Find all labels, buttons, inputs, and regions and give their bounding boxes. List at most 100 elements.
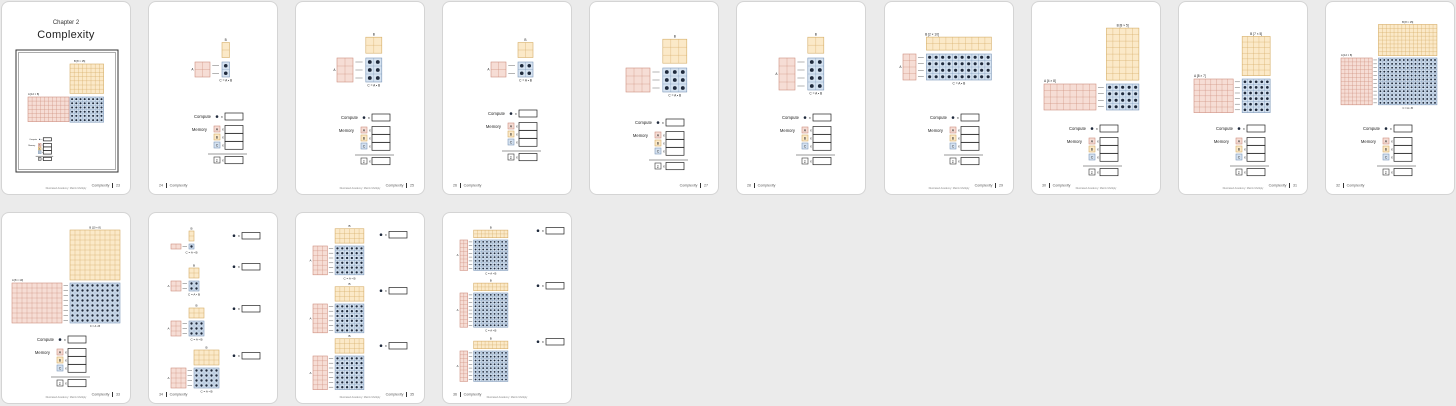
memory-tag-letter: B bbox=[59, 359, 62, 363]
matrix-c-label: C = A • B bbox=[485, 329, 496, 333]
memory-tag-letter: A bbox=[657, 134, 660, 138]
product-dot bbox=[493, 370, 496, 373]
product-dot bbox=[489, 297, 492, 300]
product-dot bbox=[355, 357, 358, 360]
product-dot bbox=[928, 62, 932, 66]
product-dot bbox=[1434, 101, 1436, 104]
compute-label: Compute bbox=[1363, 126, 1381, 131]
memory-tag-letter: C bbox=[363, 145, 366, 149]
compute-dot bbox=[232, 234, 236, 237]
product-dot bbox=[486, 309, 488, 312]
product-dot bbox=[928, 75, 932, 79]
product-dot bbox=[101, 299, 104, 302]
product-dot bbox=[493, 374, 496, 377]
product-dot bbox=[87, 106, 90, 109]
product-dot bbox=[1418, 62, 1421, 65]
times-sign: x bbox=[1097, 171, 1099, 175]
product-dot bbox=[1391, 66, 1394, 69]
product-dot bbox=[497, 301, 500, 304]
product-dot bbox=[1426, 82, 1429, 85]
product-dot bbox=[489, 355, 492, 358]
matrix-b-label: B bbox=[373, 33, 375, 37]
product-dot bbox=[200, 374, 203, 377]
product-dot bbox=[106, 289, 109, 292]
product-dot bbox=[474, 301, 477, 304]
product-dot bbox=[1410, 82, 1413, 85]
product-dot bbox=[360, 247, 363, 250]
product-dot bbox=[501, 297, 504, 300]
product-dot bbox=[505, 263, 507, 266]
product-dot bbox=[482, 324, 485, 327]
page-23[interactable]: Chapter 2 Complexity B [8 × 15]A [12 × 8… bbox=[1, 1, 131, 195]
product-dot bbox=[505, 324, 507, 327]
matrix-a-label: A [4 × 8] bbox=[1044, 79, 1056, 83]
memory-label: Memory bbox=[928, 128, 944, 133]
product-dot bbox=[336, 357, 339, 360]
product-dot bbox=[1395, 98, 1397, 100]
product-dot bbox=[100, 106, 103, 109]
ornate-frame-inner bbox=[18, 52, 116, 170]
product-dot bbox=[81, 304, 84, 307]
memory-a-tag bbox=[654, 131, 662, 139]
product-dot bbox=[1387, 70, 1390, 73]
product-dot bbox=[1410, 98, 1413, 100]
product-dot bbox=[1391, 78, 1394, 81]
memory-tag-letter: B bbox=[1238, 148, 1241, 152]
product-dot bbox=[489, 256, 492, 259]
product-dot bbox=[1254, 80, 1258, 84]
product-dot bbox=[1379, 90, 1382, 93]
product-dot bbox=[355, 366, 358, 370]
matrix-b-label: B [8 × 15] bbox=[1402, 20, 1413, 24]
memory-tag-letter: A bbox=[1238, 140, 1241, 144]
product-dot bbox=[1430, 94, 1433, 96]
matrix-a-label: A [12 × 8] bbox=[28, 92, 39, 96]
product-dot bbox=[1422, 86, 1425, 89]
product-dot bbox=[478, 263, 481, 266]
product-dot bbox=[1422, 59, 1425, 61]
product-dot bbox=[934, 75, 938, 79]
product-dot bbox=[87, 102, 90, 105]
sum-tag bbox=[213, 156, 221, 164]
product-dot bbox=[501, 367, 504, 370]
product-dot bbox=[106, 284, 109, 287]
product-dot bbox=[1430, 70, 1433, 73]
chapter-title: Complexity bbox=[37, 29, 95, 41]
product-dot bbox=[1406, 90, 1409, 93]
product-dot bbox=[478, 293, 481, 296]
product-dot bbox=[1243, 86, 1247, 89]
product-dot bbox=[489, 316, 492, 319]
product-dot bbox=[493, 316, 496, 319]
memory-tag-letter: B bbox=[510, 133, 513, 137]
product-dot bbox=[190, 287, 193, 290]
product-dot bbox=[486, 351, 488, 354]
product-dot bbox=[664, 86, 669, 90]
product-dot bbox=[493, 248, 496, 251]
product-dot bbox=[501, 324, 504, 327]
product-dot bbox=[355, 324, 358, 327]
product-dot bbox=[493, 267, 496, 270]
memory-input bbox=[224, 141, 244, 150]
product-dot bbox=[501, 370, 504, 373]
product-dot bbox=[106, 319, 109, 322]
product-dot bbox=[111, 304, 114, 307]
product-dot bbox=[1410, 86, 1413, 89]
product-dot bbox=[360, 252, 363, 255]
product-dot bbox=[100, 110, 103, 113]
product-dot bbox=[1414, 94, 1417, 96]
product-dot bbox=[493, 301, 496, 304]
times-sign: x bbox=[65, 359, 67, 363]
